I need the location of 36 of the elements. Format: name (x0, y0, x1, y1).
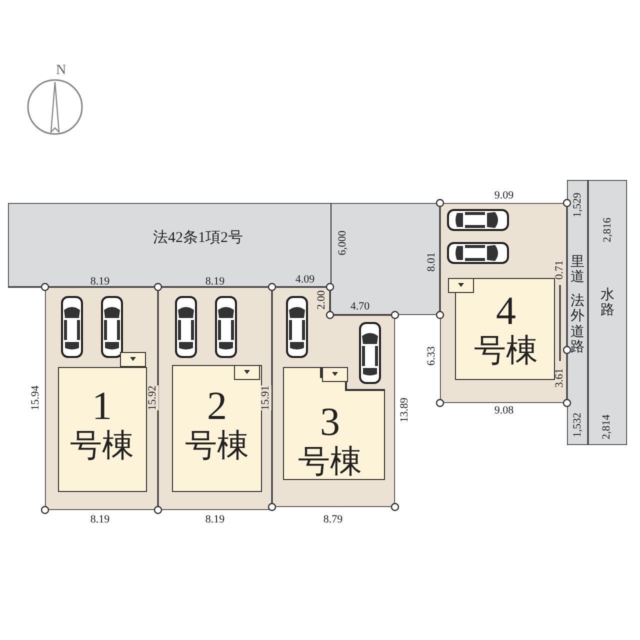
dimension-label: 0.71 (554, 260, 566, 280)
dimension-label: 2,814 (602, 414, 612, 440)
building-label: 号棟 (70, 427, 134, 463)
dimension-label: 8.19 (90, 276, 110, 288)
dimension-label: 6,000 (338, 230, 348, 256)
area-label: 里道 (570, 255, 584, 286)
dimension-label: 3.61 (554, 368, 566, 388)
building-label: 号棟 (474, 332, 538, 368)
dimension-label: 9.09 (494, 190, 514, 202)
building-label: 号棟 (185, 427, 249, 463)
building-number: 2 (207, 385, 227, 427)
building-number: 1 (92, 385, 112, 427)
dimension-label: 1,529 (572, 192, 584, 218)
dimension-label: 8.19 (205, 514, 225, 526)
dimension-label: 13.89 (400, 398, 410, 422)
dimension-label: 8.19 (90, 514, 110, 526)
dimension-label: 4.09 (295, 274, 315, 286)
dimension-label: 8.19 (205, 276, 225, 288)
area-label: 水路 (600, 288, 614, 319)
dimension-label: 4.70 (350, 302, 370, 312)
dimension-label: 8.79 (323, 514, 343, 526)
dimension-label: 8.01 (426, 252, 438, 272)
dimension-label: 15.91 (260, 386, 272, 410)
dimension-label: 15.92 (148, 386, 158, 410)
dimension-label: 1,532 (572, 412, 584, 438)
building-number: 4 (496, 290, 516, 332)
area-label: 法外道路 (570, 294, 584, 356)
dimension-label: 6.33 (426, 346, 438, 366)
dimension-label: 9.08 (494, 406, 514, 416)
building-number: 3 (320, 401, 340, 443)
dimension-label: 2.00 (316, 290, 328, 310)
north-label: N (56, 64, 66, 78)
area-label: 法42条1項2号 (153, 228, 243, 248)
dimension-label: 15.94 (30, 386, 42, 410)
building-label: 号棟 (298, 443, 362, 479)
dimension-label: 2,816 (602, 218, 614, 242)
